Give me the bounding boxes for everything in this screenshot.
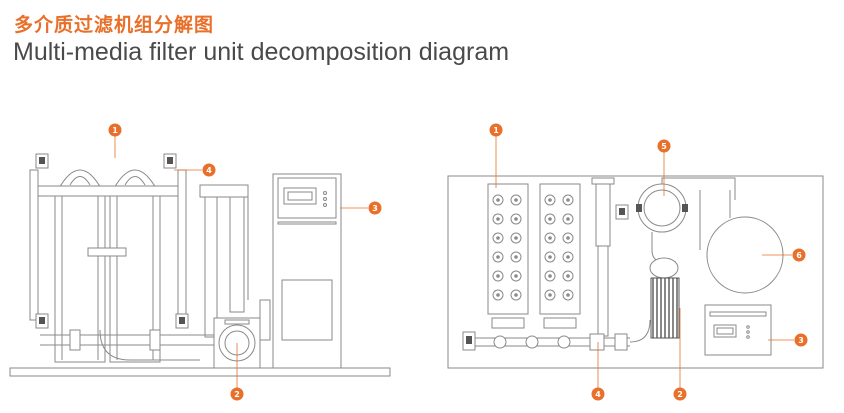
nozzle-center bbox=[496, 198, 500, 202]
top-callout-3: 3 bbox=[794, 333, 808, 347]
nozzle-center bbox=[514, 255, 518, 259]
title-english: Multi-media filter unit decomposition di… bbox=[13, 38, 510, 66]
front-top-manifold bbox=[33, 185, 185, 197]
svg-text:4: 4 bbox=[206, 166, 212, 175]
nozzle-center bbox=[514, 217, 518, 221]
top-view bbox=[447, 175, 824, 369]
callout-badges: 1 4 3 2 1 5 6 3 bbox=[108, 123, 808, 401]
front-base-skid bbox=[9, 367, 391, 377]
top-nozzle-plate-right bbox=[539, 183, 581, 329]
nozzle-center bbox=[548, 236, 552, 240]
nozzle-center bbox=[514, 236, 518, 240]
svg-text:1: 1 bbox=[112, 126, 118, 135]
top-callout-4: 4 bbox=[591, 387, 605, 401]
top-control-box bbox=[704, 304, 772, 356]
top-callout-1: 1 bbox=[489, 123, 503, 137]
front-callout-2: 2 bbox=[230, 387, 244, 401]
svg-text:3: 3 bbox=[798, 336, 804, 345]
front-leader-lines bbox=[114, 136, 368, 388]
nozzle-center bbox=[548, 198, 552, 202]
nozzle-center bbox=[566, 217, 570, 221]
svg-text:1: 1 bbox=[493, 126, 499, 135]
nozzle-center bbox=[548, 217, 552, 221]
nozzle-grid-right bbox=[544, 194, 574, 301]
nozzle-center bbox=[566, 274, 570, 278]
svg-text:2: 2 bbox=[677, 390, 683, 399]
nozzle-grid-left bbox=[492, 194, 522, 301]
top-callout-6: 6 bbox=[792, 248, 806, 262]
front-control-cabinet bbox=[272, 173, 342, 369]
top-leader-lines bbox=[495, 136, 794, 388]
front-callout-4: 4 bbox=[202, 163, 216, 177]
front-callout-3: 3 bbox=[368, 201, 382, 215]
nozzle-center bbox=[548, 293, 552, 297]
front-pressure-gauges bbox=[35, 153, 189, 329]
nozzle-center bbox=[496, 236, 500, 240]
nozzle-center bbox=[548, 255, 552, 259]
nozzle-center bbox=[514, 274, 518, 278]
nozzle-center bbox=[496, 217, 500, 221]
svg-text:4: 4 bbox=[595, 390, 601, 399]
svg-text:6: 6 bbox=[796, 251, 802, 260]
title-chinese: 多介质过滤机组分解图 bbox=[14, 14, 215, 36]
svg-text:5: 5 bbox=[661, 142, 667, 151]
top-nozzle-plate-left bbox=[487, 183, 529, 329]
nozzle-center bbox=[514, 198, 518, 202]
front-view bbox=[9, 153, 391, 377]
nozzle-center bbox=[548, 274, 552, 278]
top-filter-cartridge bbox=[650, 277, 680, 339]
svg-text:2: 2 bbox=[234, 390, 240, 399]
nozzle-center bbox=[496, 274, 500, 278]
nozzle-center bbox=[566, 198, 570, 202]
nozzle-center bbox=[566, 293, 570, 297]
nozzle-center bbox=[566, 236, 570, 240]
nozzle-center bbox=[496, 293, 500, 297]
nozzle-center bbox=[496, 255, 500, 259]
top-callout-5: 5 bbox=[657, 139, 671, 153]
nozzle-center bbox=[566, 255, 570, 259]
top-callout-2: 2 bbox=[673, 387, 687, 401]
nozzle-center bbox=[514, 293, 518, 297]
front-callout-1: 1 bbox=[108, 123, 122, 137]
svg-text:3: 3 bbox=[372, 204, 378, 213]
top-pump bbox=[636, 177, 736, 233]
